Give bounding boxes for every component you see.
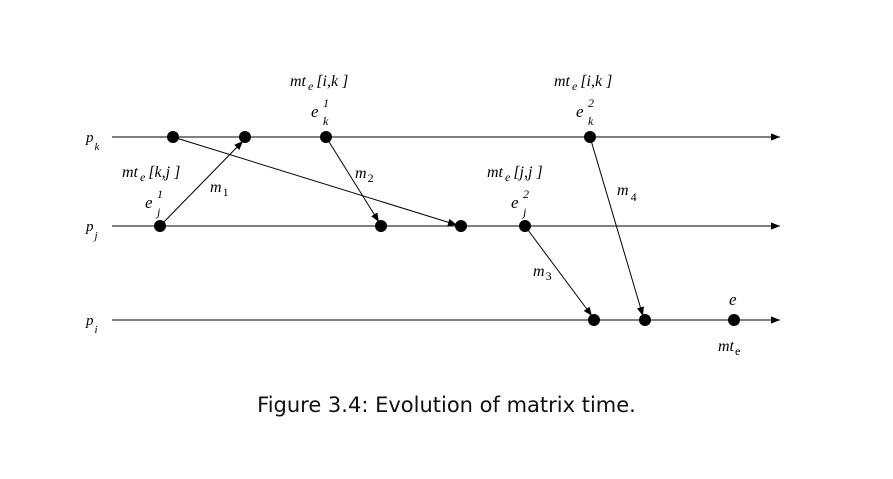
event-dot-pi-1 (588, 314, 600, 326)
event-dot-pi-2 (639, 314, 651, 326)
event-label-ej1-sub: j (155, 205, 161, 219)
event-dot-pj-2 (375, 220, 387, 232)
message-m3-arrow (524, 225, 593, 317)
event-dot-ek2 (584, 131, 596, 143)
event-dot-ej2 (519, 220, 531, 232)
event-label-ek1-name: e (311, 102, 319, 121)
event-dot-pk-2 (239, 131, 251, 143)
process-label-pk: pk (85, 130, 101, 153)
event-label-ej1-name: e (145, 193, 153, 212)
event-label-e: e (729, 290, 737, 309)
event-dot-pj-3 (455, 220, 467, 232)
message-label-m3: m3 (533, 263, 552, 283)
message-pk-to-pj-arrow (172, 136, 458, 226)
message-m2-arrow (325, 136, 380, 223)
message-m1-arrow (159, 140, 244, 227)
event-label-ej2-sub: j (521, 205, 527, 219)
matrix-label-e: mte (718, 338, 740, 358)
process-label-pj: pj (85, 219, 98, 242)
message-label-m1: m1 (210, 179, 229, 199)
event-label-ej2-name: e (511, 193, 519, 212)
event-label-ek1-sub: k (323, 114, 329, 128)
event-label-ej1-sup: 1 (157, 187, 163, 201)
event-label-ek2-sub: k (588, 114, 594, 128)
event-label-ek1-sup: 1 (323, 96, 329, 110)
event-label-ek2-sup: 2 (588, 96, 594, 110)
event-dot-pk-1 (167, 131, 179, 143)
event-dot-e (728, 314, 740, 326)
event-label-ek2-name: e (576, 102, 584, 121)
figure-caption: Figure 3.4: Evolution of matrix time. (257, 393, 636, 417)
event-dot-ej1 (154, 220, 166, 232)
message-label-m2: m2 (355, 165, 374, 185)
event-label-ej2-sup: 2 (523, 187, 529, 201)
event-dot-ek1 (320, 131, 332, 143)
message-m4-arrow (589, 136, 644, 317)
process-label-pi: pi (85, 313, 98, 336)
